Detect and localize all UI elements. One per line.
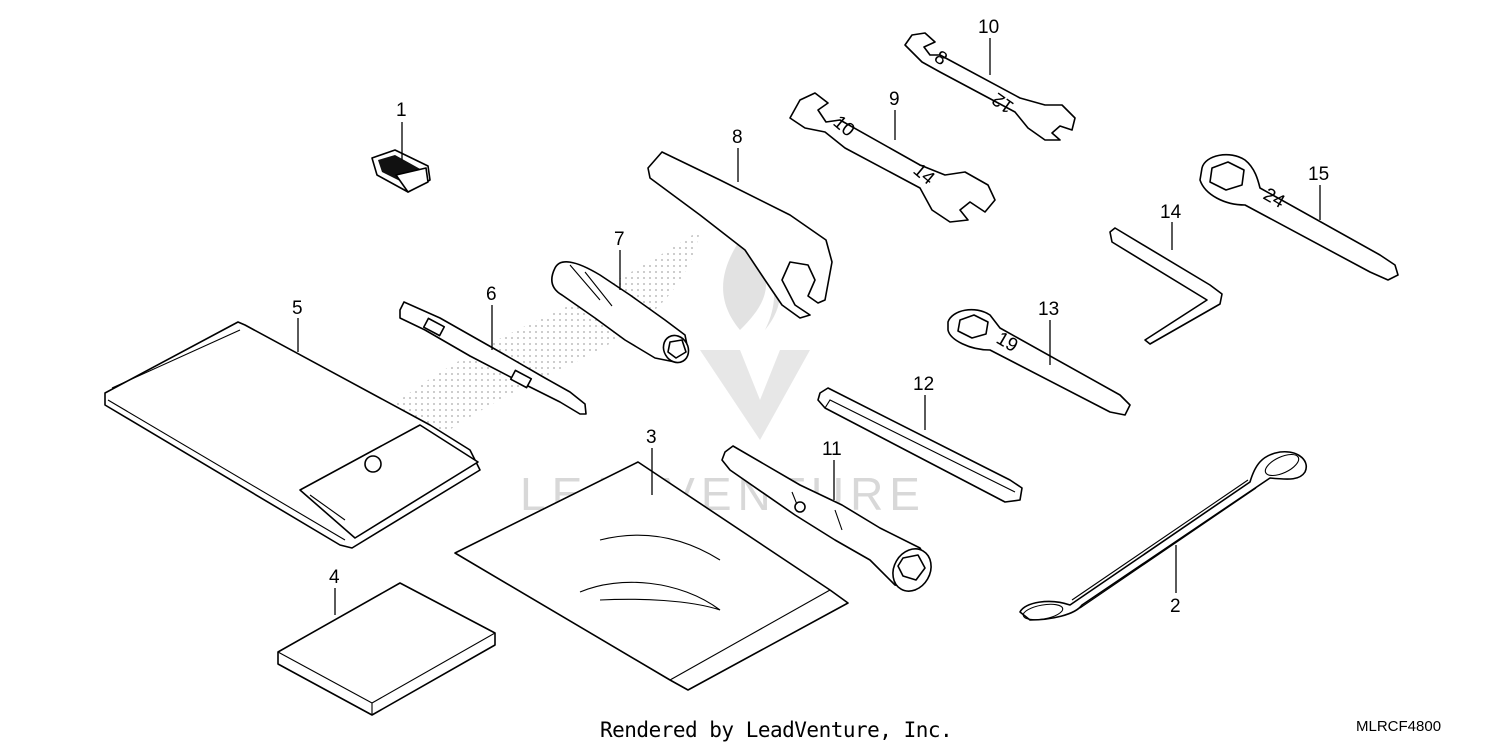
part-12-flat-bar[interactable]	[817, 387, 1023, 503]
part-8-hook-wrench[interactable]	[647, 151, 833, 319]
callout-8[interactable]: 8	[732, 127, 743, 148]
callout-3[interactable]: 3	[646, 427, 657, 448]
callout-14[interactable]: 14	[1160, 202, 1182, 223]
callout-10[interactable]: 10	[978, 17, 999, 38]
callout-2[interactable]: 2	[1170, 596, 1181, 617]
part-6-screwdriver-bit[interactable]	[399, 301, 587, 415]
leader-lines	[297, 38, 1321, 615]
part-15-ring-wrench[interactable]: 24	[1199, 153, 1399, 281]
callout-6[interactable]: 6	[486, 284, 497, 305]
watermark-v-icon	[700, 350, 810, 440]
part-9-open-wrench[interactable]: 10 14	[789, 92, 996, 223]
part-7-screwdriver-handle[interactable]	[551, 261, 694, 367]
callout-7[interactable]: 7	[614, 229, 625, 250]
part-1-clip[interactable]	[371, 149, 431, 193]
render-credit: Rendered by LeadVenture, Inc.	[600, 718, 953, 742]
callout-12[interactable]: 12	[913, 374, 934, 395]
part-13-ring-wrench[interactable]: 19	[947, 308, 1131, 416]
part-4-card[interactable]	[277, 582, 496, 716]
part-11-socket-wrench[interactable]	[721, 445, 939, 598]
callout-11[interactable]: 11	[822, 439, 842, 460]
callout-13[interactable]: 13	[1038, 299, 1059, 320]
callout-15[interactable]: 15	[1308, 164, 1329, 185]
callout-9[interactable]: 9	[889, 89, 900, 110]
part-2-cable[interactable]	[1019, 450, 1307, 622]
part-14-hex-key[interactable]	[1109, 227, 1223, 345]
callout-1[interactable]: 1	[396, 100, 407, 121]
part-5-tool-bag[interactable]	[104, 321, 481, 549]
callouts: 1 2 3 4 5 6 7 8 9 10 11 12 13 14 15	[292, 17, 1329, 617]
callout-4[interactable]: 4	[329, 567, 340, 588]
diagram-code: MLRCF4800	[1356, 718, 1442, 735]
callout-5[interactable]: 5	[292, 298, 303, 319]
part-3-owners-manual[interactable]	[454, 461, 849, 691]
